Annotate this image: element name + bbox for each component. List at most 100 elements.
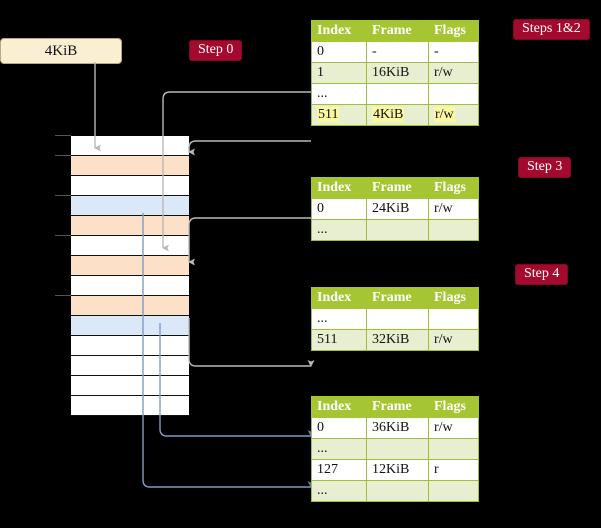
table-cell bbox=[428, 480, 479, 502]
memory-tick bbox=[55, 155, 71, 156]
table-cell: - bbox=[428, 41, 479, 63]
table-cell: 511 bbox=[311, 329, 367, 351]
table-cell bbox=[428, 219, 479, 241]
wire-step3 bbox=[188, 217, 311, 266]
frame-box-label: 4KiB bbox=[44, 42, 78, 59]
table-cell: - bbox=[366, 41, 429, 63]
table-cell: 0 bbox=[311, 41, 367, 63]
table-cell: ... bbox=[311, 83, 367, 105]
table-cell: 127 bbox=[311, 459, 367, 481]
column-header-flags: Flags bbox=[428, 177, 479, 199]
badge-step-3: Step 3 bbox=[518, 157, 572, 178]
table-row: ... bbox=[311, 308, 479, 330]
memory-frame-row bbox=[71, 396, 189, 416]
column-header-index: Index bbox=[311, 20, 367, 42]
memory-frame-row bbox=[71, 236, 189, 256]
table-cell: ... bbox=[311, 219, 367, 241]
highlighted-value: 4KiB bbox=[372, 107, 405, 122]
table-row: 511 4KiB r/w bbox=[311, 104, 479, 126]
memory-frame-row bbox=[71, 276, 189, 296]
table-cell: r/w bbox=[428, 417, 479, 439]
badge-step-4-label: Step 4 bbox=[524, 266, 560, 281]
memory-frame-row bbox=[71, 296, 189, 316]
table-cell: 24KiB bbox=[366, 198, 429, 220]
memory-tick bbox=[55, 235, 71, 236]
memory-frame-row bbox=[71, 196, 189, 216]
table-cell: 36KiB bbox=[366, 417, 429, 439]
memory-tick bbox=[55, 195, 71, 196]
memory-frame-row bbox=[71, 176, 189, 196]
table-cell: ... bbox=[311, 308, 367, 330]
memory-frame-row bbox=[71, 156, 189, 176]
table-cell: r/w bbox=[428, 104, 479, 126]
column-header-frame: Frame bbox=[366, 177, 429, 199]
column-header-index: Index bbox=[311, 396, 367, 418]
table-row: ... bbox=[311, 219, 479, 241]
table-row: 0-- bbox=[311, 41, 479, 63]
column-header-flags: Flags bbox=[428, 396, 479, 418]
column-header-index: Index bbox=[311, 177, 367, 199]
table-cell: 0 bbox=[311, 417, 367, 439]
badge-steps-1-2: Steps 1&2 bbox=[513, 19, 590, 40]
badge-step-0-label: Step 0 bbox=[198, 42, 234, 57]
memory-frame-row bbox=[71, 316, 189, 336]
memory-tick bbox=[55, 295, 71, 296]
table-cell: 32KiB bbox=[366, 329, 429, 351]
table-cell bbox=[366, 83, 429, 105]
table-cell: 4KiB bbox=[366, 104, 429, 126]
table-cell bbox=[428, 83, 479, 105]
highlighted-value: 511 bbox=[317, 107, 340, 122]
table-cell: 12KiB bbox=[366, 459, 429, 481]
memory-frame-row bbox=[71, 216, 189, 236]
table-row: ... bbox=[311, 480, 479, 502]
memory-tick bbox=[55, 135, 71, 136]
wire-step4 bbox=[188, 318, 315, 367]
badge-steps-1-2-label: Steps 1&2 bbox=[522, 21, 581, 36]
table-cell bbox=[366, 480, 429, 502]
memory-frame-row bbox=[71, 376, 189, 396]
column-header-frame: Frame bbox=[366, 287, 429, 309]
memory-frame-row bbox=[71, 336, 189, 356]
table-cell bbox=[428, 308, 479, 330]
table-cell: 0 bbox=[311, 198, 367, 220]
table-cell: ... bbox=[311, 438, 367, 460]
badge-step-0: Step 0 bbox=[189, 40, 243, 61]
column-header-frame: Frame bbox=[366, 396, 429, 418]
table-cell: ... bbox=[311, 480, 367, 502]
table-cell: 16KiB bbox=[366, 62, 429, 84]
column-header-frame: Frame bbox=[366, 20, 429, 42]
memory-frame-row bbox=[71, 136, 189, 156]
table-cell: r bbox=[428, 459, 479, 481]
column-header-flags: Flags bbox=[428, 287, 479, 309]
table-cell: r/w bbox=[428, 329, 479, 351]
table-cell bbox=[366, 308, 429, 330]
table-cell: r/w bbox=[428, 198, 479, 220]
highlighted-value: r/w bbox=[434, 107, 455, 122]
wire-steps12-b bbox=[188, 140, 311, 156]
badge-step-3-label: Step 3 bbox=[527, 159, 563, 174]
physical-memory-column bbox=[70, 135, 190, 416]
table-cell: r/w bbox=[428, 62, 479, 84]
table-cell bbox=[366, 438, 429, 460]
table-row: ... bbox=[311, 438, 479, 460]
table-cell bbox=[428, 438, 479, 460]
memory-frame-row bbox=[71, 256, 189, 276]
table-cell: 1 bbox=[311, 62, 367, 84]
table-cell: 511 bbox=[311, 104, 367, 126]
badge-step-4: Step 4 bbox=[515, 264, 569, 285]
column-header-index: Index bbox=[311, 287, 367, 309]
frame-box-4kib: 4KiB bbox=[0, 38, 122, 64]
column-header-flags: Flags bbox=[428, 20, 479, 42]
table-row: ... bbox=[311, 83, 479, 105]
table-cell bbox=[366, 219, 429, 241]
memory-frame-row bbox=[71, 356, 189, 376]
